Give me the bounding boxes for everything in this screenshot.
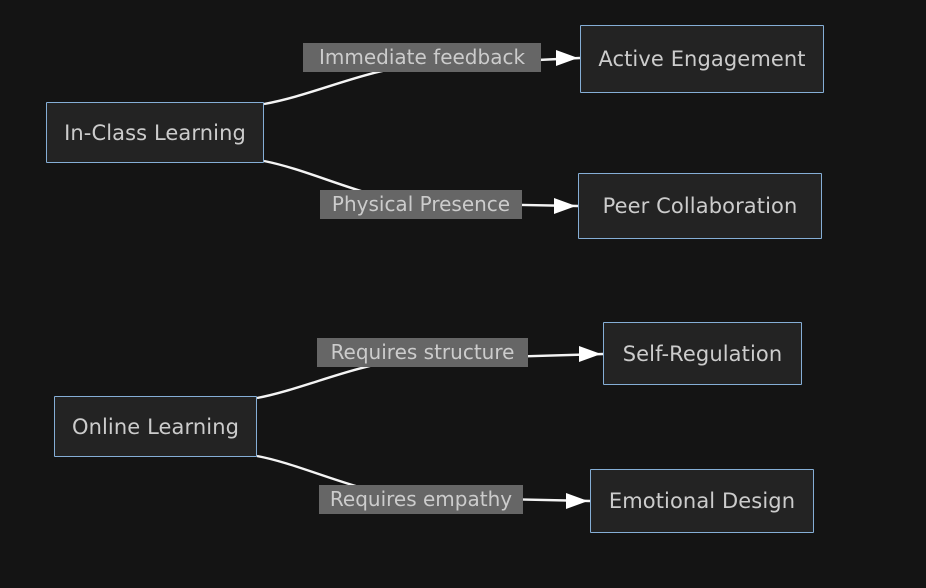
node-emotional-design[interactable]: Emotional Design bbox=[590, 469, 814, 533]
edge-requires-structure-arrowhead bbox=[579, 346, 601, 362]
edge-label-physical-presence: Physical Presence bbox=[320, 190, 522, 219]
node-online-learning[interactable]: Online Learning bbox=[54, 396, 257, 457]
node-peer-collaboration[interactable]: Peer Collaboration bbox=[578, 173, 822, 239]
edge-label-requires-empathy: Requires empathy bbox=[319, 485, 523, 514]
node-self-regulation[interactable]: Self-Regulation bbox=[603, 322, 802, 385]
edge-label-requires-structure: Requires structure bbox=[317, 338, 528, 367]
node-active-engagement[interactable]: Active Engagement bbox=[580, 25, 824, 93]
edge-immediate-feedback-arrowhead bbox=[556, 50, 578, 66]
edge-label-immediate-feedback: Immediate feedback bbox=[303, 43, 541, 72]
edge-physical-presence-arrowhead bbox=[554, 198, 576, 214]
edge-requires-empathy-arrowhead bbox=[566, 493, 588, 509]
node-in-class-learning[interactable]: In-Class Learning bbox=[46, 102, 264, 163]
